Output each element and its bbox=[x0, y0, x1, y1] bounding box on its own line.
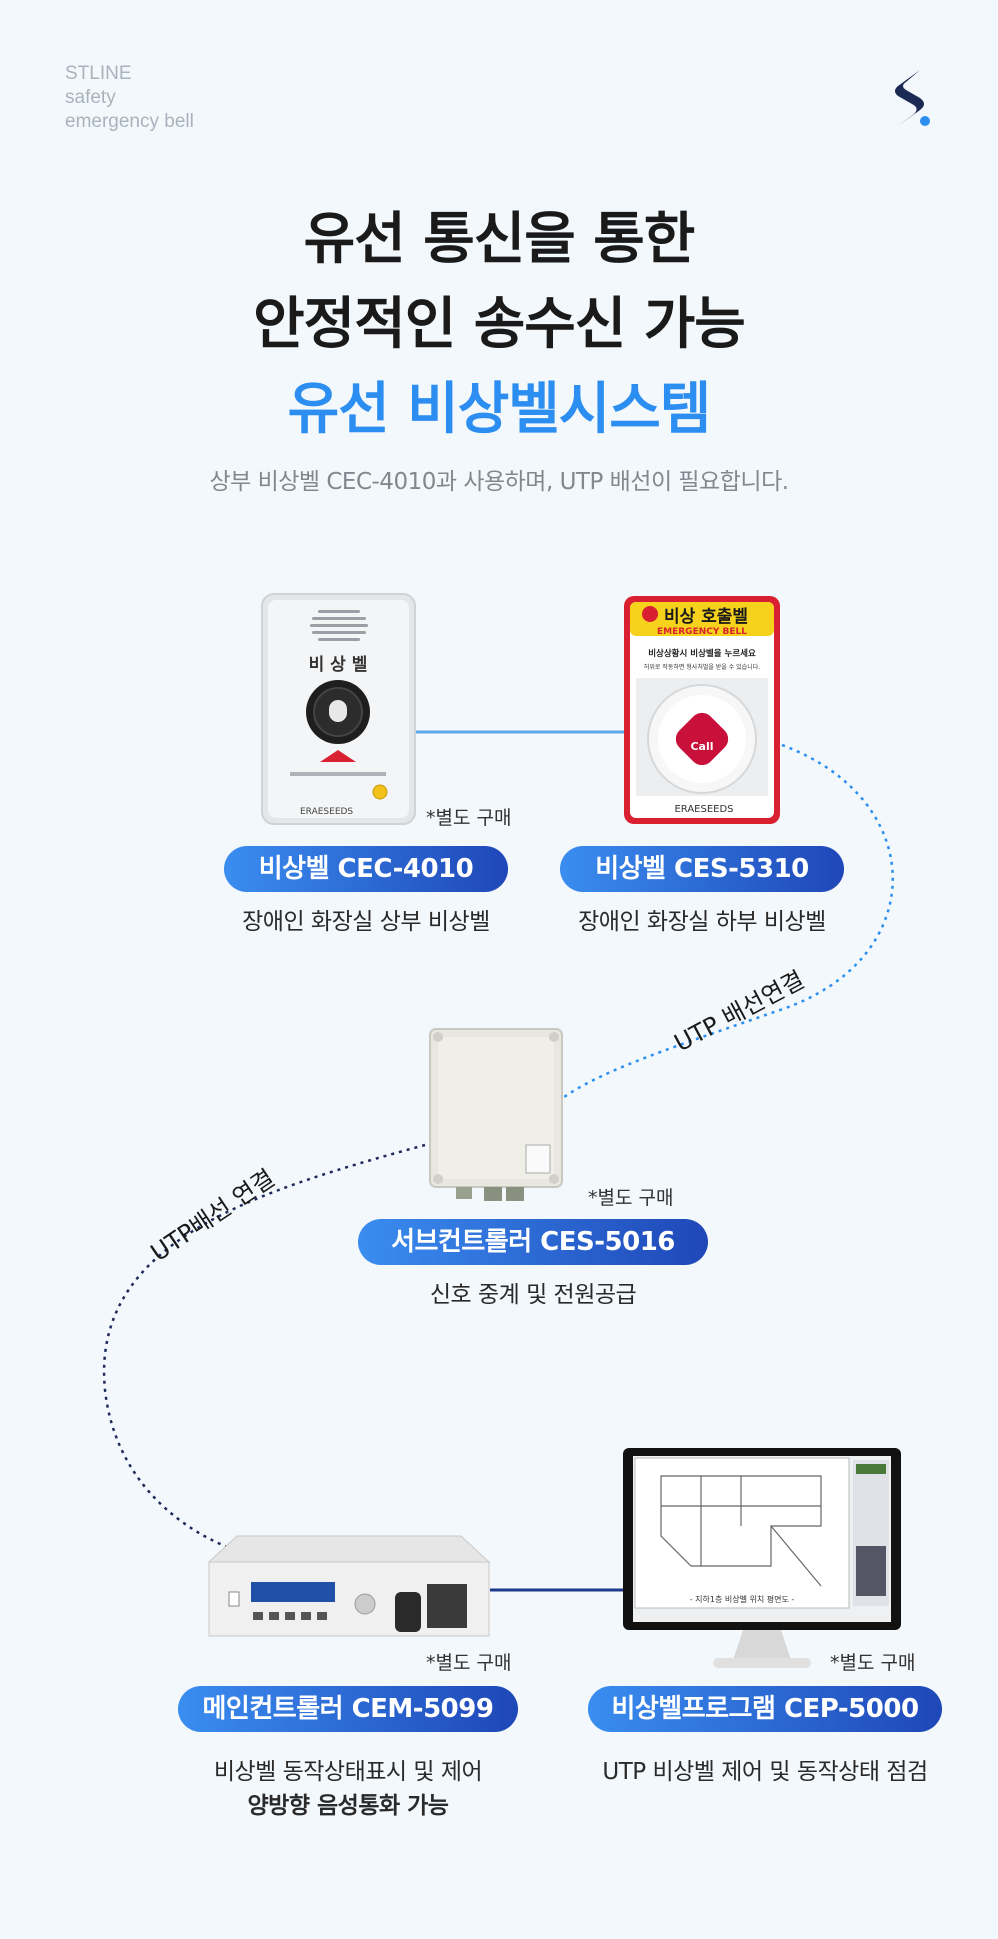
cep5000-desc: UTP 비상벨 제어 및 동작상태 점검 bbox=[602, 1759, 928, 1785]
ces5310-brand-label: ERAESEEDS bbox=[674, 804, 733, 815]
upper-connection-label: UTP 배선연결 bbox=[670, 966, 809, 1058]
brand-line-2: safety bbox=[65, 87, 116, 108]
subtitle: 상부 비상벨 CEC-4010과 사용하며, UTP 배선이 필요합니다. bbox=[209, 469, 789, 495]
ces5016-device-image bbox=[429, 1028, 563, 1201]
ces5310-sign-line2: 허위로 작동하면 형사처벌을 받을 수 있습니다. bbox=[644, 663, 760, 671]
cep5000-screen-caption: - 지하1층 비상벨 위치 평면도 - bbox=[690, 1594, 795, 1604]
ces5310-device-image: 비상 호출벨 EMERGENCY BELL 비상상황시 비상벨을 누르세요 허위… bbox=[624, 596, 780, 824]
cem5099-desc-2: 양방향 음성통화 가능 bbox=[247, 1793, 449, 1819]
brand-line-3: emergency bell bbox=[65, 111, 194, 132]
siren-icon bbox=[642, 606, 658, 622]
headline-line-1: 유선 통신을 통한 bbox=[303, 207, 696, 272]
ces5310-button-label: Call bbox=[690, 740, 713, 753]
ces5016-note: *별도 구매 bbox=[588, 1187, 674, 1209]
brand-line-1: STLINE bbox=[65, 63, 132, 84]
cep5000-pill: 비상벨프로그램 CEP-5000 bbox=[588, 1686, 942, 1732]
dotted-upper-curve bbox=[559, 743, 894, 1102]
cep5000-device-image: - 지하1층 비상벨 위치 평면도 - bbox=[623, 1448, 901, 1668]
ces5310-sign-line1: 비상상황시 비상벨을 누르세요 bbox=[648, 648, 756, 659]
lower-connection-label: UTP배선 연결 bbox=[146, 1164, 280, 1267]
cec4010-pill: 비상벨 CEC-4010 bbox=[224, 846, 508, 892]
cem5099-pill: 메인컨트롤러 CEM-5099 bbox=[178, 1686, 518, 1732]
dotted-lower-curve bbox=[102, 1143, 426, 1552]
headline-line-3: 유선 비상벨시스템 bbox=[287, 377, 712, 442]
cem5099-desc-1: 비상벨 동작상태표시 및 제어 bbox=[213, 1759, 483, 1785]
cec4010-brand-label: ERAESEEDS bbox=[300, 807, 353, 817]
ces5016-desc: 신호 중계 및 전원공급 bbox=[429, 1282, 637, 1308]
brand-text: STLINE safety emergency bell bbox=[65, 62, 194, 134]
cec4010-note: *별도 구매 bbox=[426, 807, 512, 829]
ces5310-sign-sub: EMERGENCY BELL bbox=[657, 627, 747, 637]
ces5310-pill: 비상벨 CES-5310 bbox=[560, 846, 844, 892]
brand-logo-icon bbox=[895, 70, 930, 126]
cec4010-panel-text: 비 상 벨 bbox=[309, 655, 368, 675]
cem5099-device-image bbox=[207, 1535, 491, 1637]
cem5099-note: *별도 구매 bbox=[426, 1652, 512, 1674]
headline-line-2: 안정적인 송수신 가능 bbox=[253, 292, 746, 357]
cep5000-note: *별도 구매 bbox=[830, 1652, 916, 1674]
ces5310-desc: 장애인 화장실 하부 비상벨 bbox=[578, 909, 826, 935]
ces5016-pill: 서브컨트롤러 CES-5016 bbox=[358, 1219, 708, 1265]
ces5310-sign-title: 비상 호출벨 bbox=[664, 607, 748, 627]
cec4010-desc: 장애인 화장실 상부 비상벨 bbox=[242, 909, 490, 935]
cec4010-device-image: 비 상 벨 ERAESEEDS bbox=[261, 593, 416, 825]
